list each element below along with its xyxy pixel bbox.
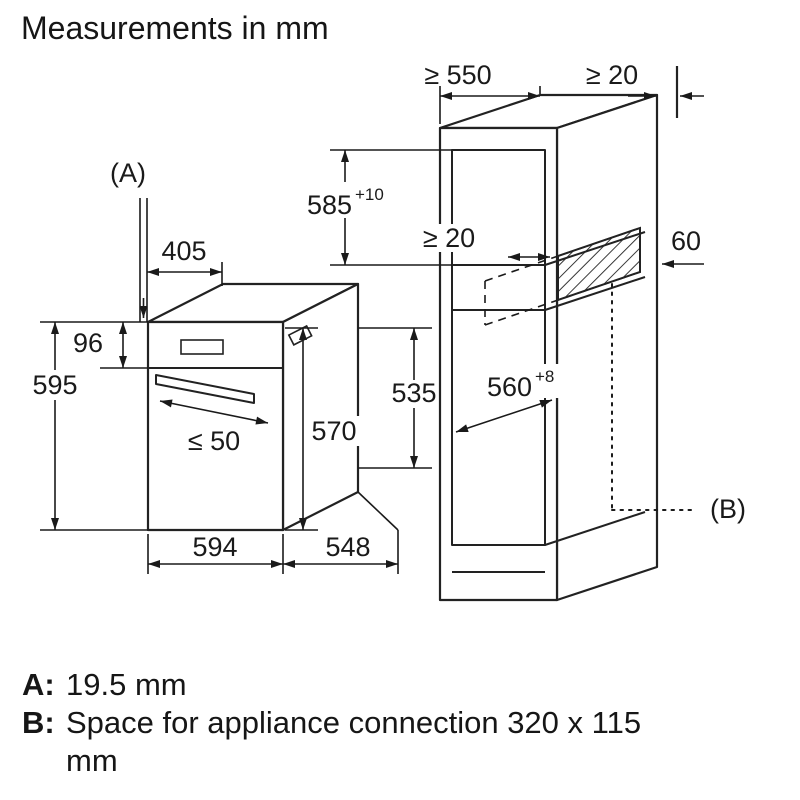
connection-zone-hatch xyxy=(557,226,641,302)
dim-50: ≤ 50 xyxy=(159,399,269,456)
dim-548-label: 548 xyxy=(325,532,370,562)
dim-405-label: 405 xyxy=(161,236,206,266)
page-title: Measurements in mm xyxy=(21,10,329,46)
legend-value-a: 19.5 mm xyxy=(66,667,187,702)
oven-front-face xyxy=(146,320,285,532)
dim-20-top-label: ≥ 20 xyxy=(586,60,638,90)
dim-594: 594 xyxy=(147,532,284,574)
legend-row-a: A: 19.5 mm xyxy=(22,666,666,704)
dim-96-label: 96 xyxy=(73,328,103,358)
dim-585: 585 +10 xyxy=(296,149,452,266)
dim-a: (A) xyxy=(110,158,148,322)
dim-548: 548 xyxy=(283,491,399,574)
diagram-area: (A) 405 96 xyxy=(0,60,800,640)
oven-dimensions: (A) 405 96 xyxy=(26,158,442,574)
dim-595-label: 595 xyxy=(32,370,77,400)
dim-550: ≥ 550 xyxy=(424,60,541,124)
oven-side-face xyxy=(281,282,360,532)
dim-b-label: (B) xyxy=(710,494,746,524)
dim-560-label: 560 xyxy=(487,372,532,402)
dim-595: 595 xyxy=(26,322,148,531)
dim-20-mid: ≥ 20 xyxy=(398,223,550,261)
dim-570-label: 570 xyxy=(311,416,356,446)
dim-594-label: 594 xyxy=(192,532,237,562)
floor-depth-edge xyxy=(544,511,646,546)
dim-96: 96 xyxy=(40,321,148,369)
dim-a-label: (A) xyxy=(110,158,146,188)
dim-570: 570 xyxy=(285,327,362,531)
dim-560-tolerance: +8 xyxy=(535,367,554,386)
oven-display xyxy=(180,339,224,355)
oven-drawing xyxy=(146,282,360,532)
cabinet-dimensions: ≥ 550 ≥ 20 585 +10 xyxy=(296,60,746,524)
dim-50-label: ≤ 50 xyxy=(188,426,240,456)
legend: A: 19.5 mm B: Space for appliance connec… xyxy=(22,666,666,780)
dim-585-tolerance: +10 xyxy=(355,185,384,204)
dim-560: 560 +8 xyxy=(455,364,560,433)
dim-20-top: ≥ 20 xyxy=(586,60,704,100)
dim-550-label: ≥ 550 xyxy=(424,60,491,90)
legend-key-a: A: xyxy=(22,667,55,702)
legend-row-b: B: Space for appliance connection 320 x … xyxy=(22,704,666,780)
dim-535-label: 535 xyxy=(391,378,436,408)
dim-60-label: 60 xyxy=(671,226,701,256)
dim-585-label: 585 xyxy=(307,190,352,220)
dim-535: 535 xyxy=(358,327,442,469)
installation-diagram: (A) 405 96 xyxy=(26,60,746,602)
dim-60: 60 xyxy=(662,226,704,268)
legend-value-b: Space for appliance connection 320 x 115… xyxy=(66,705,642,778)
dim-405: 405 xyxy=(147,236,223,286)
shelf-depth-bottom-edge xyxy=(544,276,646,311)
cabinet-inner-frame xyxy=(451,149,546,546)
dim-20-mid-label: ≥ 20 xyxy=(423,223,475,253)
cabinet-drawing xyxy=(438,66,695,602)
legend-key-b: B: xyxy=(22,705,55,740)
